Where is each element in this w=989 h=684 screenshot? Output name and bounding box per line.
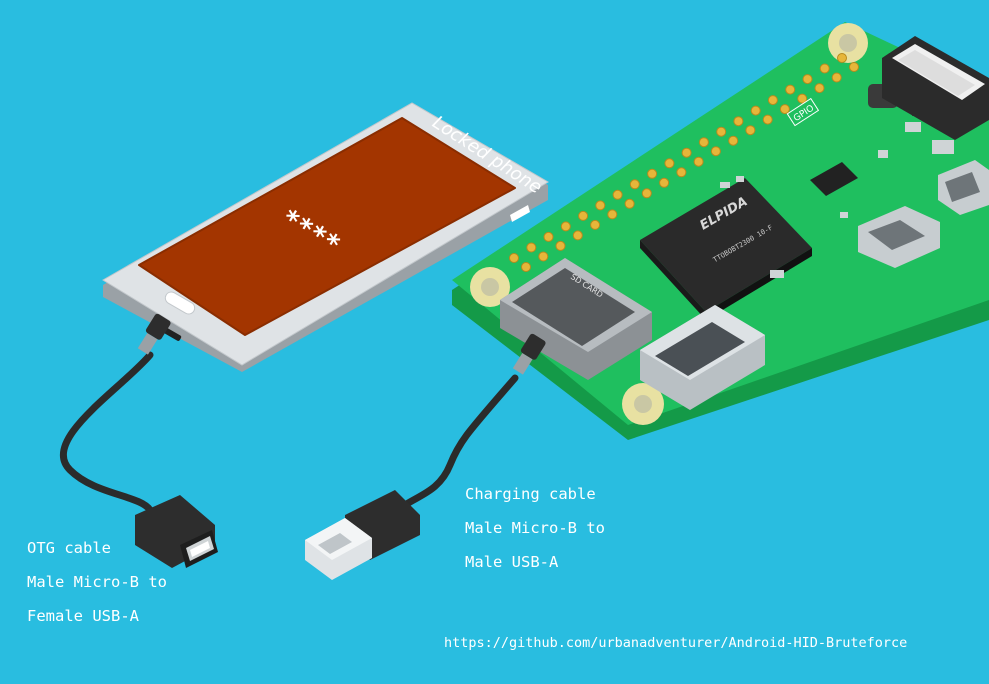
gpio-pad <box>698 137 709 148</box>
gpio-pad <box>710 146 721 157</box>
gpio-pad <box>607 209 618 220</box>
mini-hdmi-port <box>640 305 765 410</box>
charging-cable <box>305 333 546 580</box>
gpio-pad <box>624 198 635 209</box>
gpio-pad <box>779 104 790 115</box>
home-button <box>164 291 196 315</box>
gpio-pad <box>849 62 859 72</box>
gpio-pad <box>560 221 571 232</box>
gpio-pad <box>716 126 727 137</box>
charging-caption-line: Male Micro-B to <box>465 519 605 537</box>
gpio-pad <box>750 105 761 116</box>
gpio-pad <box>555 240 566 251</box>
side-button <box>510 205 530 222</box>
gpio-pad <box>681 147 692 158</box>
mounting-hole <box>828 23 868 63</box>
gpio-pad <box>526 242 537 253</box>
gpio-pad <box>543 231 554 242</box>
charging-caption-line: Charging cable <box>465 485 596 503</box>
gpio-pad <box>802 74 813 85</box>
mounting-hole <box>470 267 510 307</box>
otg-cable-caption: OTG cable Male Micro-B to Female USB-A <box>27 531 167 633</box>
gpio-pad <box>728 135 739 146</box>
charging-cable-caption: Charging cable Male Micro-B to Male USB-… <box>465 477 605 579</box>
mounting-hole <box>622 383 664 425</box>
gpio-pad <box>762 114 773 125</box>
otg-caption-line: Female USB-A <box>27 607 139 625</box>
otg-caption-line: OTG cable <box>27 539 111 557</box>
charging-caption-line: Male USB-A <box>465 553 559 571</box>
raspberry-pi-zero-board: GPIO ELPIDA TTOBOBT2300 10-F <box>452 22 989 440</box>
gpio-pad <box>578 210 589 221</box>
gpio-pad <box>590 219 601 230</box>
gpio-pad <box>745 125 756 136</box>
gpio-pad <box>819 63 830 74</box>
gpio-pad <box>612 189 623 200</box>
gpio-pad <box>814 83 825 94</box>
gpio-pad <box>837 53 847 63</box>
repository-url: https://github.com/urbanadventurer/Andro… <box>444 635 908 651</box>
gpio-pad <box>641 188 652 199</box>
gpio-pad <box>647 168 658 179</box>
gpio-pad <box>521 262 531 272</box>
small-chip <box>810 162 858 196</box>
male-usb-a-connector <box>305 490 420 580</box>
gpio-pad <box>509 253 519 263</box>
gpio-pad <box>664 158 675 169</box>
gpio-pad <box>676 167 687 178</box>
gpio-pad <box>831 72 842 83</box>
phone-screen <box>138 117 516 336</box>
micro-usb-port <box>938 160 989 215</box>
gpio-pad <box>767 95 778 106</box>
micro-usb-port <box>858 206 940 268</box>
gpio-pad <box>629 179 640 190</box>
camera-connector <box>882 36 989 140</box>
gpio-pads <box>509 53 859 272</box>
gpio-pad <box>595 200 606 211</box>
gpio-pad <box>733 116 744 127</box>
gpio-pad <box>538 251 549 262</box>
otg-cable <box>59 313 218 568</box>
soc-chip: ELPIDA TTOBOBT2300 10-F <box>640 178 812 320</box>
gpio-pad <box>572 230 583 241</box>
gpio-pad <box>693 156 704 167</box>
gpio-pad <box>797 93 808 104</box>
phone <box>102 102 549 372</box>
gpio-pad <box>785 84 796 95</box>
female-usb-a-connector <box>135 495 218 568</box>
gpio-pad <box>659 177 670 188</box>
otg-caption-line: Male Micro-B to <box>27 573 167 591</box>
